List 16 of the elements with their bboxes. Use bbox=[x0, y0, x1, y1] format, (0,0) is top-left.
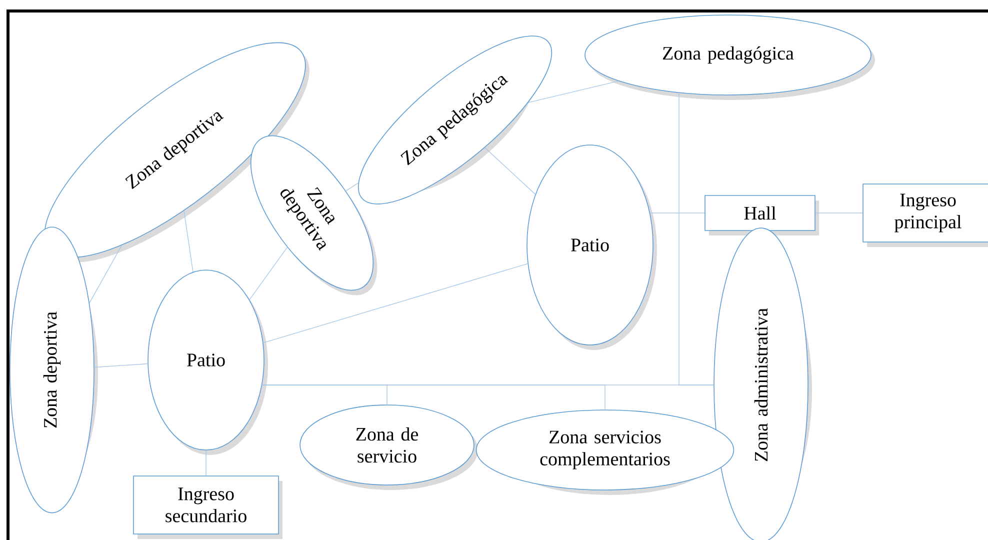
connector-line bbox=[484, 147, 536, 195]
connector-line bbox=[649, 212, 705, 214]
connector-line bbox=[184, 210, 194, 272]
connector-line bbox=[249, 246, 288, 300]
entrance-box: Hall bbox=[704, 195, 819, 236]
connector-line bbox=[263, 263, 528, 344]
connector-line bbox=[528, 80, 619, 103]
connector-line bbox=[89, 245, 122, 304]
connector-line bbox=[678, 92, 714, 386]
entrance-box: Ingreso principal bbox=[862, 184, 988, 247]
connector-line bbox=[261, 384, 606, 410]
connector-line bbox=[94, 363, 148, 368]
node-label: Zona administrativa bbox=[754, 308, 768, 462]
entrance-box: Ingreso secundario bbox=[133, 476, 282, 539]
connector-line bbox=[815, 212, 863, 214]
connector-line bbox=[346, 182, 359, 192]
